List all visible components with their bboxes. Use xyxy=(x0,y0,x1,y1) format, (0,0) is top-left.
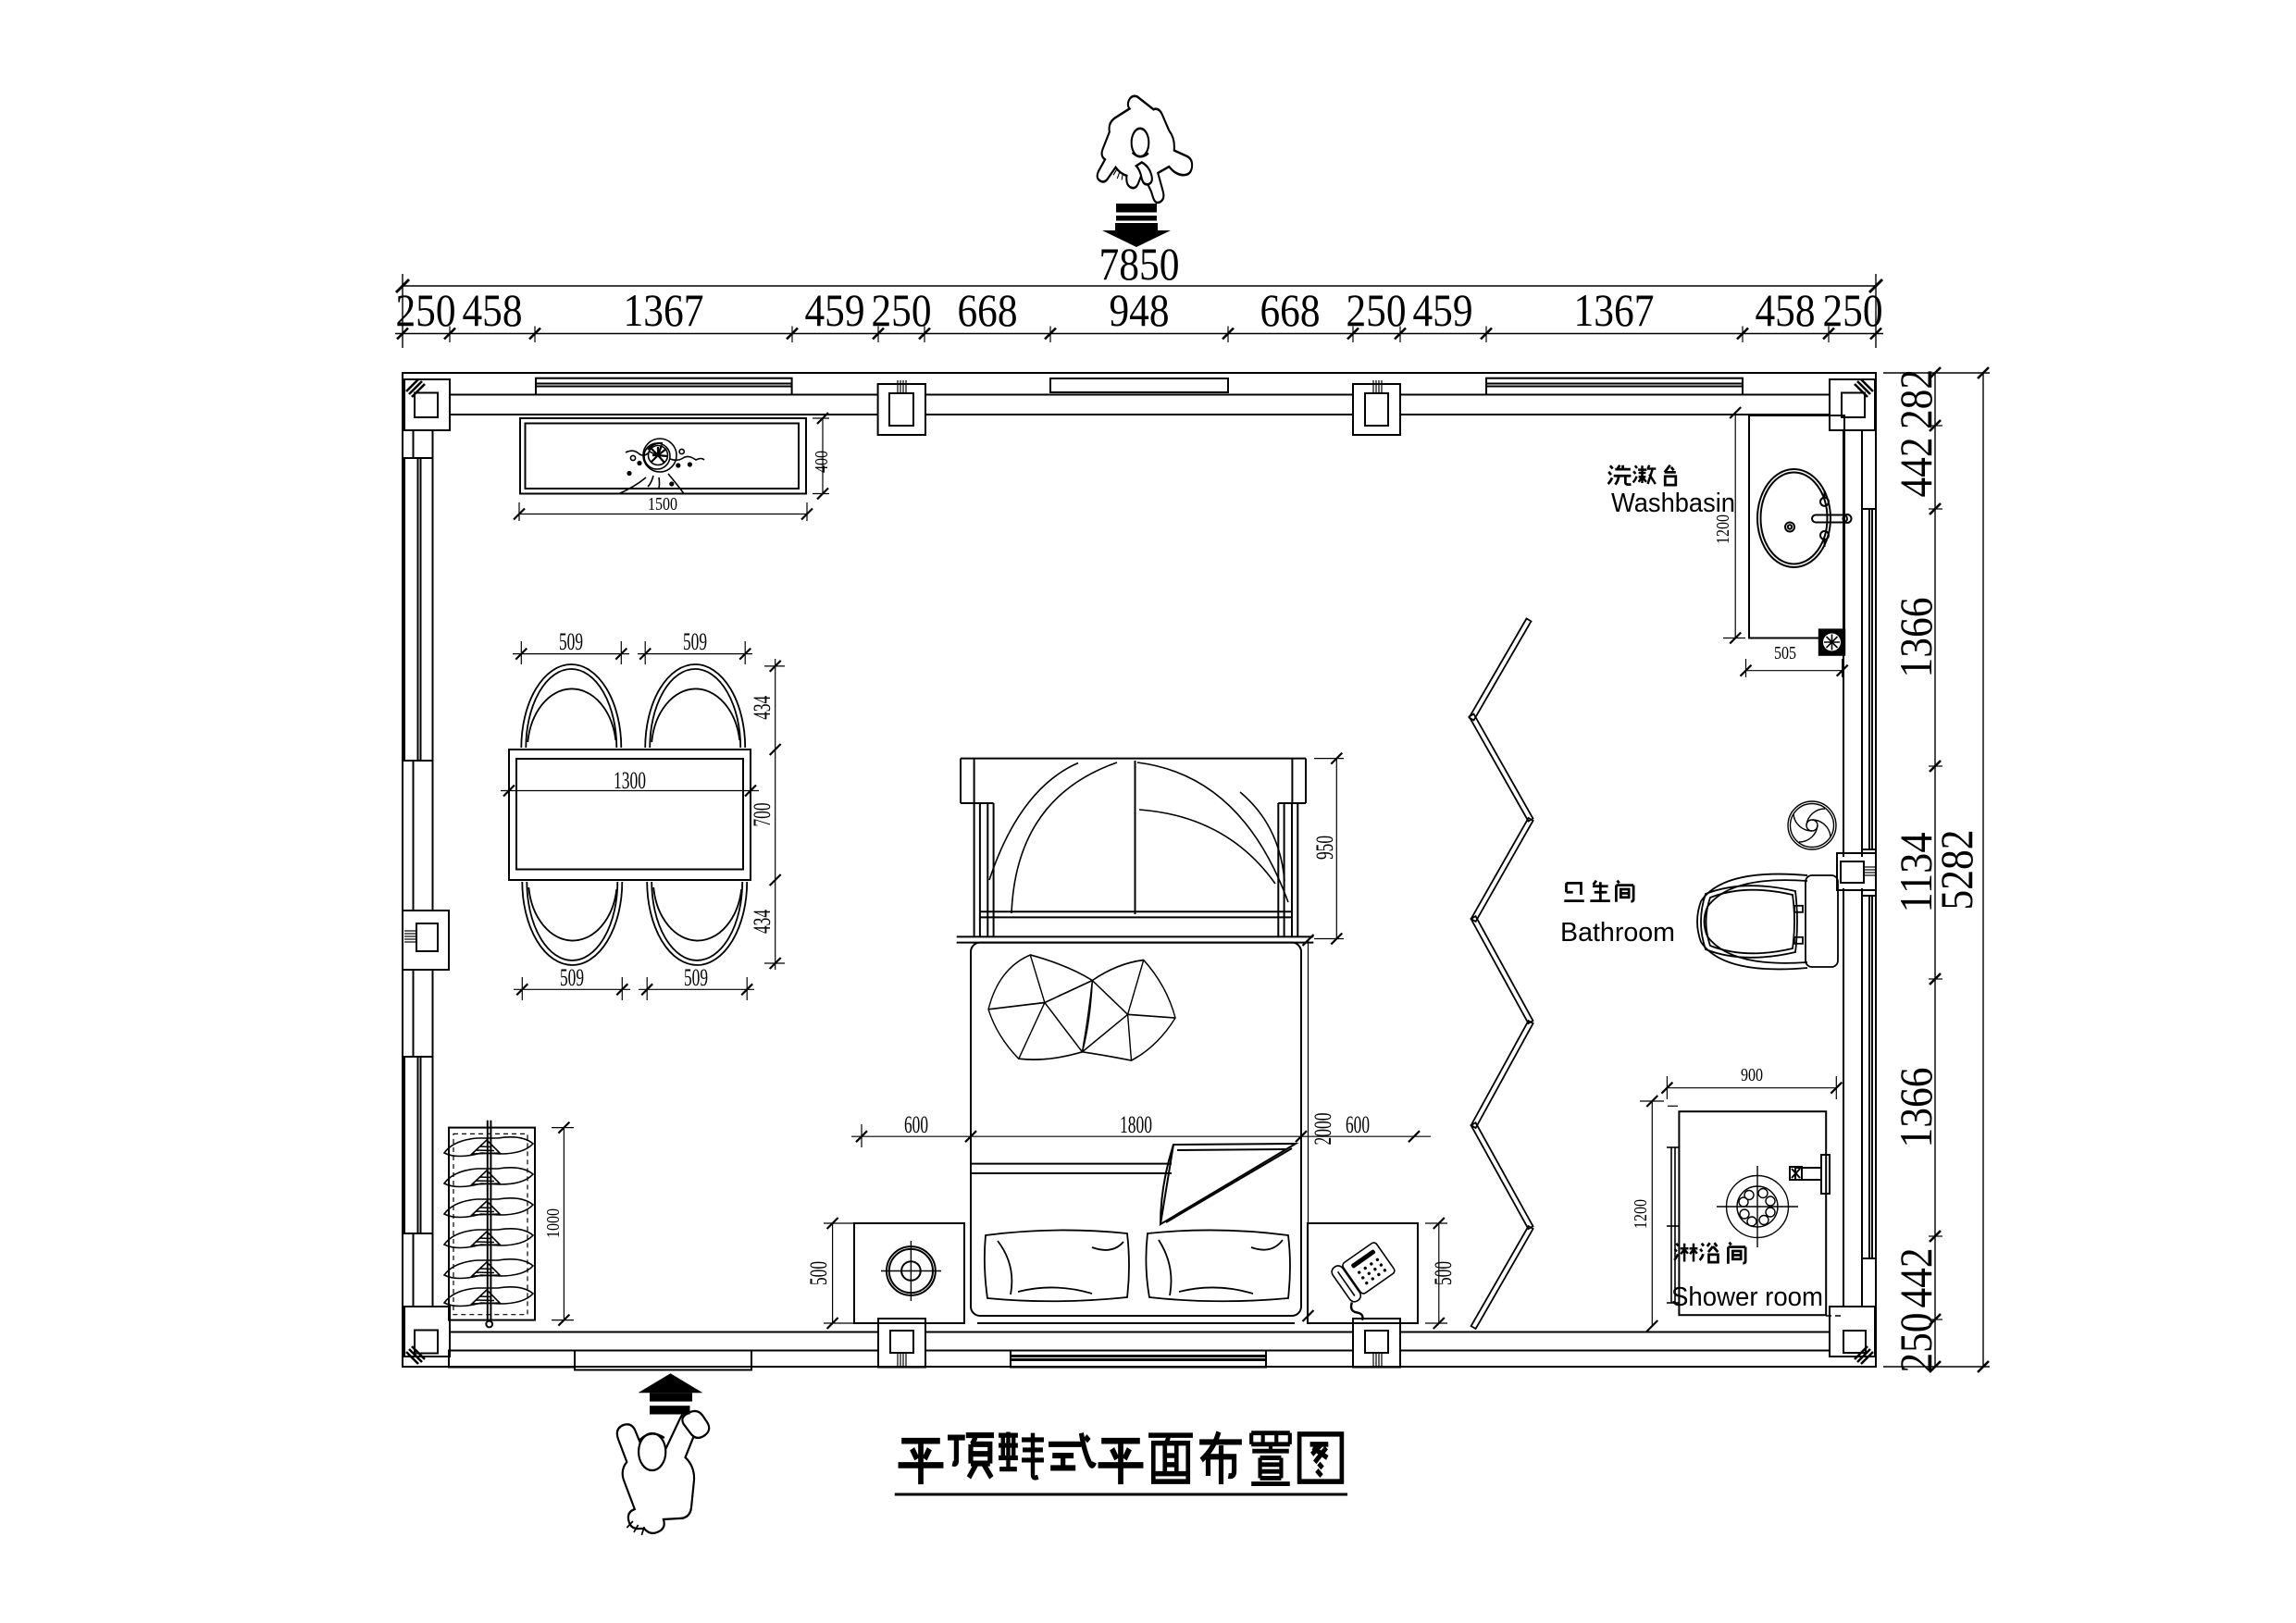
svg-text:250: 250 xyxy=(1347,284,1407,336)
svg-text:250: 250 xyxy=(1823,284,1883,336)
svg-text:509: 509 xyxy=(560,964,584,991)
svg-text:1200: 1200 xyxy=(1631,1199,1651,1229)
svg-text:948: 948 xyxy=(1110,284,1170,336)
svg-text:1366: 1366 xyxy=(1890,1068,1942,1148)
svg-text:442: 442 xyxy=(1890,1248,1942,1308)
svg-text:250: 250 xyxy=(872,284,932,336)
svg-text:1300: 1300 xyxy=(614,767,646,794)
svg-text:668: 668 xyxy=(958,284,1018,336)
svg-text:7850: 7850 xyxy=(1099,238,1180,290)
svg-text:1800: 1800 xyxy=(1120,1111,1152,1138)
svg-text:1500: 1500 xyxy=(648,494,677,514)
svg-text:1134: 1134 xyxy=(1890,833,1942,913)
svg-text:500: 500 xyxy=(805,1261,832,1285)
svg-text:509: 509 xyxy=(684,964,708,991)
svg-text:458: 458 xyxy=(1756,284,1816,336)
svg-text:509: 509 xyxy=(559,628,583,655)
svg-text:250: 250 xyxy=(396,284,456,336)
svg-text:1367: 1367 xyxy=(624,284,704,336)
svg-text:1200: 1200 xyxy=(1713,514,1733,544)
svg-text:1366: 1366 xyxy=(1890,598,1942,678)
svg-text:442: 442 xyxy=(1890,438,1942,498)
svg-text:434: 434 xyxy=(749,910,776,934)
svg-text:Bathroom: Bathroom xyxy=(1560,918,1675,948)
svg-text:250: 250 xyxy=(1890,1313,1942,1373)
svg-text:400: 400 xyxy=(812,451,832,473)
svg-text:950: 950 xyxy=(1311,836,1338,860)
svg-text:2000: 2000 xyxy=(1309,1113,1336,1146)
svg-text:1367: 1367 xyxy=(1574,284,1655,336)
svg-text:459: 459 xyxy=(1413,284,1473,336)
svg-text:600: 600 xyxy=(904,1111,928,1138)
svg-text:509: 509 xyxy=(683,628,707,655)
svg-text:900: 900 xyxy=(1741,1065,1763,1085)
svg-text:282: 282 xyxy=(1890,369,1942,429)
svg-text:505: 505 xyxy=(1774,643,1796,663)
svg-text:5282: 5282 xyxy=(1930,830,1982,911)
svg-text:668: 668 xyxy=(1260,284,1321,336)
svg-text:600: 600 xyxy=(1346,1111,1370,1138)
svg-text:Washbasin: Washbasin xyxy=(1611,489,1735,518)
svg-text:434: 434 xyxy=(749,696,776,720)
svg-text:458: 458 xyxy=(463,284,523,336)
svg-text:1000: 1000 xyxy=(543,1208,564,1238)
svg-text:Shower room: Shower room xyxy=(1671,1282,1823,1312)
svg-text:500: 500 xyxy=(1430,1261,1457,1285)
svg-text:700: 700 xyxy=(749,803,776,827)
svg-text:459: 459 xyxy=(805,284,865,336)
